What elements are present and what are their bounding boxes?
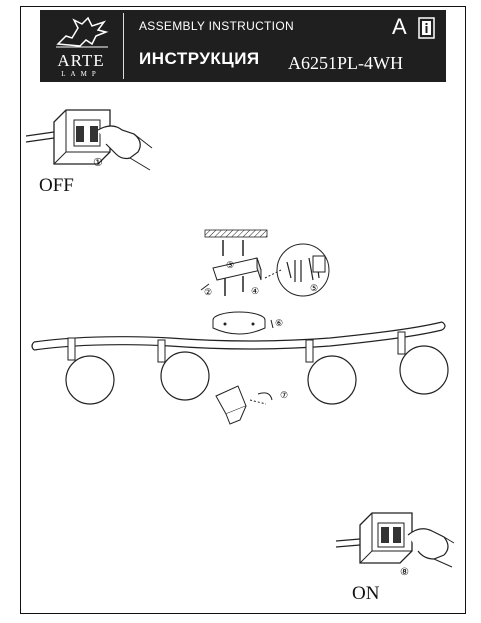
spotlight-4	[397, 331, 449, 395]
spotlight-3	[305, 339, 357, 405]
lamp-fixture-diagram	[31, 321, 449, 425]
off-label: OFF	[39, 175, 74, 196]
on-label: ON	[352, 583, 380, 604]
header-bar	[40, 10, 446, 82]
language-mark: A	[392, 14, 407, 39]
step-6-number: ⑥	[275, 318, 284, 328]
title-english: ASSEMBLY INSTRUCTION	[139, 19, 294, 33]
step-2-number: ②	[204, 287, 213, 297]
info-book-icon	[418, 17, 435, 39]
page-frame	[20, 6, 466, 614]
model-number: A6251PL-4WH	[288, 53, 403, 73]
step-3-number: ③	[226, 260, 235, 270]
spotlight-1	[65, 337, 115, 405]
griffin-logo-icon	[56, 16, 109, 48]
step-8-number: ⑧	[400, 567, 409, 578]
switch-off-illustration	[26, 109, 153, 171]
brand-subtitle: LAMP	[61, 70, 101, 78]
step-1-number: ①	[93, 157, 103, 169]
brand-wordmark: ARTE	[57, 51, 105, 70]
mounting-bracket-diagram	[200, 229, 330, 335]
spotlight-2	[157, 339, 210, 401]
step-7-number: ⑦	[280, 390, 289, 400]
step-5-number: ⑤	[310, 283, 319, 293]
switch-on-illustration	[336, 512, 455, 568]
header-divider	[123, 13, 124, 79]
title-russian: ИНСТРУКЦИЯ	[139, 49, 260, 68]
step-4-number: ④	[251, 286, 260, 296]
